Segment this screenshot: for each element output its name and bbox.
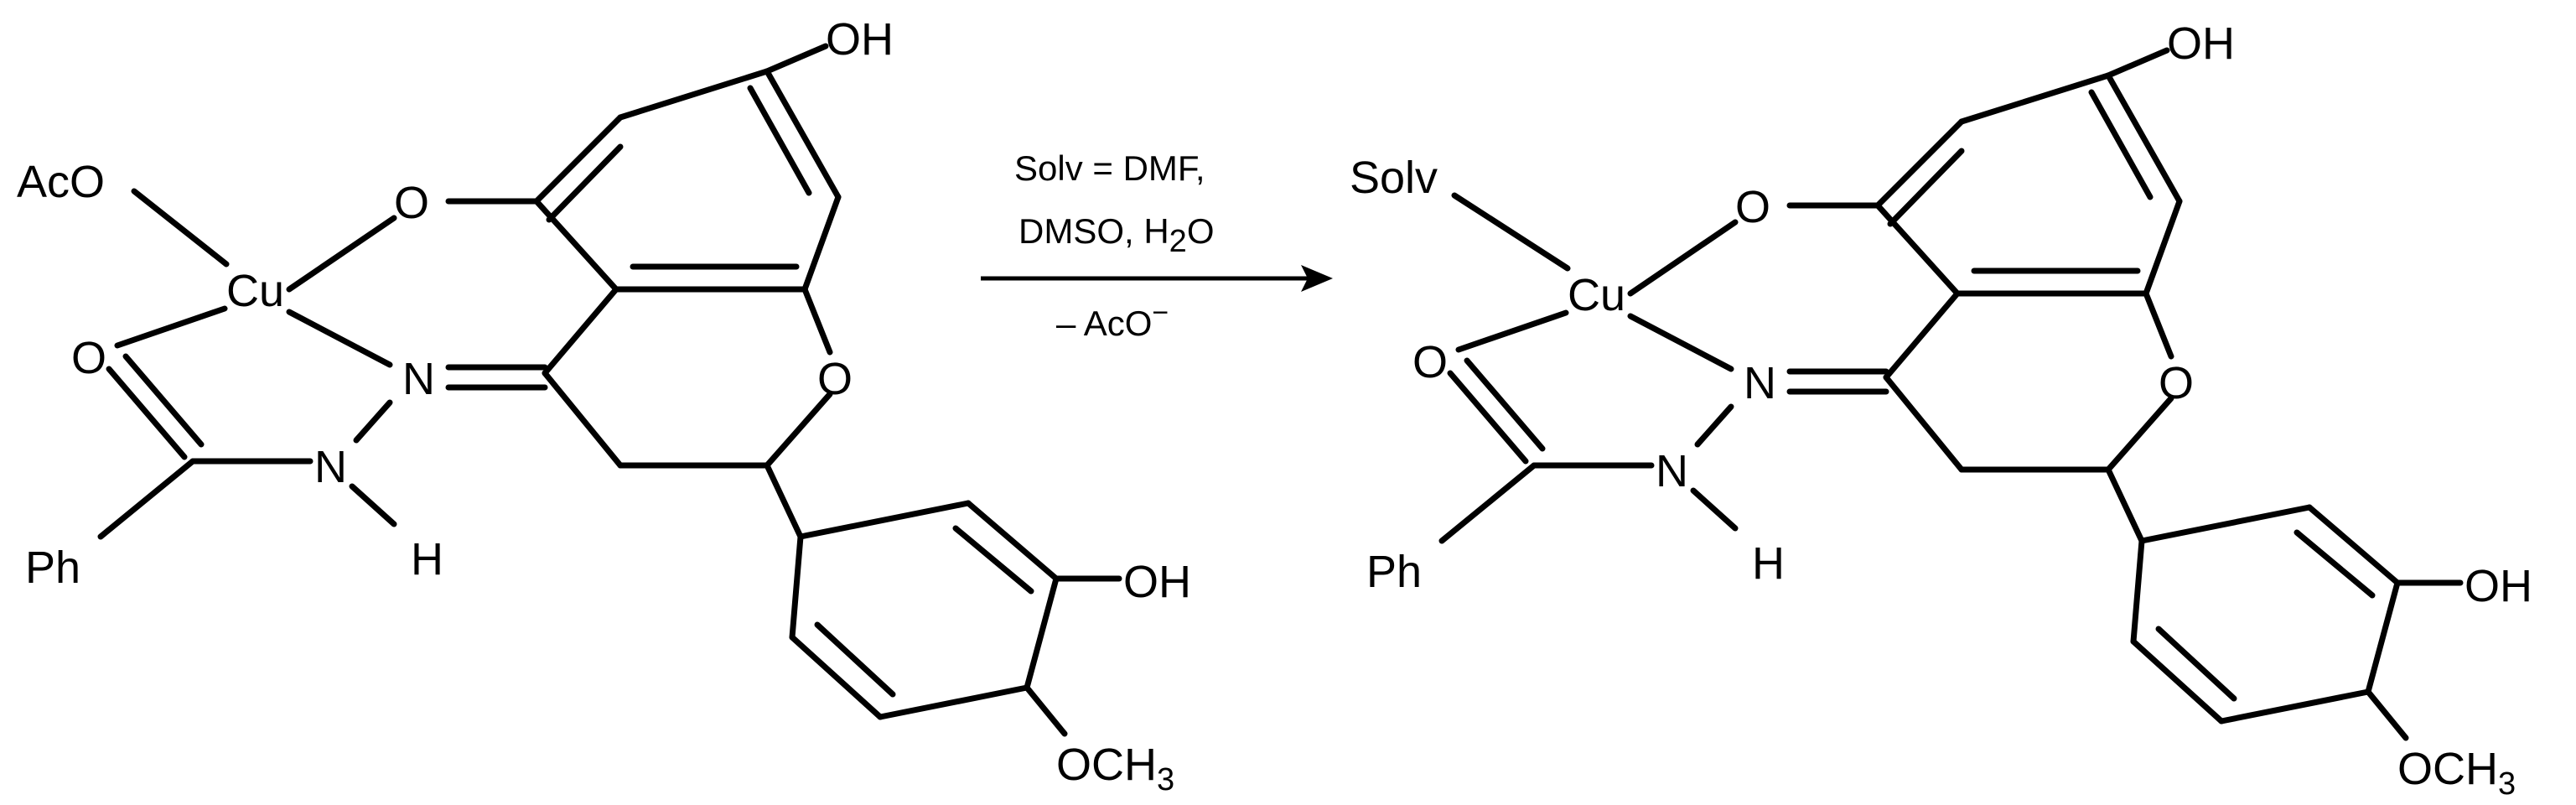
condition-solvent-line2-sub: 2	[1169, 224, 1187, 259]
reactant-aco-label: AcO	[17, 157, 105, 207]
product-solv-label: Solv	[1350, 153, 1438, 203]
condition-solvent-line2-main: DMSO, H	[1018, 211, 1169, 251]
reactant-hydroxyl-top: OH	[826, 14, 894, 65]
reactant-methoxy-sub: 3	[1157, 762, 1174, 797]
reactant-phenyl-label: Ph	[25, 543, 80, 593]
reactant-hydroxyl-aryl: OH	[1123, 557, 1191, 607]
product-methoxy-sub: 3	[2498, 766, 2516, 802]
reactant-methoxy-main: OCH	[1056, 740, 1157, 790]
condition-solvent-line2-end: O	[1187, 211, 1215, 251]
product-methoxy-label: OCH3	[2397, 744, 2516, 802]
product-phenyl-label: Ph	[1366, 547, 1422, 597]
product-methoxy-main: OCH	[2397, 744, 2498, 794]
product-phenoxide-o: O	[1735, 182, 1770, 232]
product-cu-label: Cu	[1568, 270, 1625, 320]
product-amide-n: N	[1656, 446, 1688, 496]
reaction-arrow-group: Solv = DMF, DMSO, H2O – AcO−	[981, 148, 1333, 343]
condition-solvent: Solv = DMF,	[1014, 148, 1205, 188]
reactant-bonds	[97, 43, 1122, 737]
reactant-cu-label: Cu	[226, 266, 284, 316]
condition-solvent-line2: DMSO, H2O	[1018, 211, 1214, 259]
product-imine-n: N	[1744, 358, 1776, 408]
arrowhead-icon	[1301, 265, 1333, 292]
product-carbonyl-o: O	[1412, 337, 1448, 387]
reactant-carbonyl-o: O	[71, 333, 106, 383]
condition-leaving-group: – AcO−	[1056, 297, 1169, 343]
condition-leaving-group-sup: −	[1152, 297, 1169, 329]
condition-leaving-group-main: – AcO	[1056, 304, 1152, 343]
reactant-molecule: AcO Cu O O N N H Ph O OH OH OCH3	[17, 14, 1191, 797]
product-hydroxyl-top: OH	[2167, 18, 2235, 69]
reactant-methoxy-label: OCH3	[1056, 740, 1174, 797]
reactant-ring-o: O	[817, 354, 853, 404]
reactant-imine-n: N	[402, 354, 435, 404]
product-amide-h: H	[1752, 538, 1785, 589]
product-hydroxyl-aryl: OH	[2465, 561, 2532, 611]
product-bonds	[1438, 47, 2464, 741]
reactant-phenoxide-o: O	[394, 178, 429, 228]
reactant-amide-h: H	[411, 534, 443, 584]
product-molecule: Solv Cu O O N N H Ph O OH OH OCH3	[1350, 18, 2532, 802]
product-ring-o: O	[2159, 358, 2194, 408]
reactant-amide-n: N	[314, 442, 347, 492]
